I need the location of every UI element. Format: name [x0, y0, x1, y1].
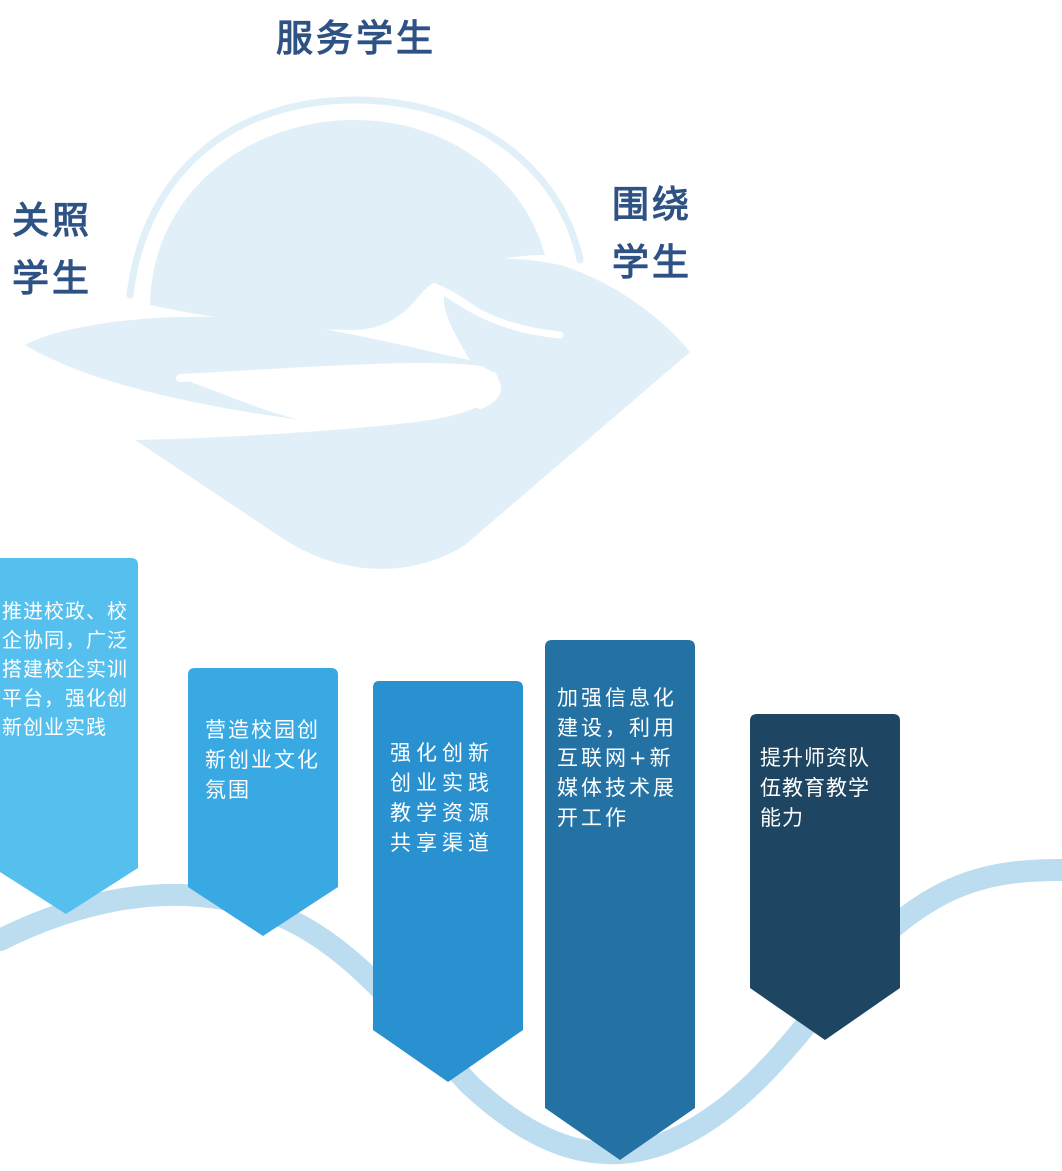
left-label-line-1: 关照 [12, 199, 92, 242]
emblem-sun [150, 120, 545, 330]
step-text-5: 提升师资队伍教育教学能力 [760, 746, 870, 830]
step-text-1: 推进校政、校企协同，广泛搭建校企实训平台，强化创新创业实践 [2, 599, 128, 739]
right-label-line-2: 学生 [612, 241, 692, 284]
emblem-arc [126, 96, 584, 299]
left-label: 关照 学生 [12, 192, 122, 308]
step-text-4: 加强信息化建设，利用互联网+新媒体技术展开工作 [557, 686, 677, 830]
step-text-2: 营造校园创新创业文化氛围 [205, 718, 320, 802]
main-title: 服务学生 [276, 17, 436, 60]
step-panel-4 [545, 640, 695, 1160]
emblem-wave [25, 258, 690, 569]
step-panel-1 [0, 558, 138, 914]
step-panel-5 [750, 714, 900, 1040]
emblem-wave-line-2 [441, 288, 564, 339]
step-panel-2 [188, 668, 338, 936]
right-label-line-1: 围绕 [612, 183, 692, 226]
left-label-line-2: 学生 [12, 257, 92, 300]
step-text-3: 强化创新创业实践教学资源共享渠道 [390, 741, 494, 855]
right-label: 围绕 学生 [612, 176, 722, 292]
emblem-wave-line [176, 363, 501, 409]
step-panel-3 [373, 681, 523, 1082]
